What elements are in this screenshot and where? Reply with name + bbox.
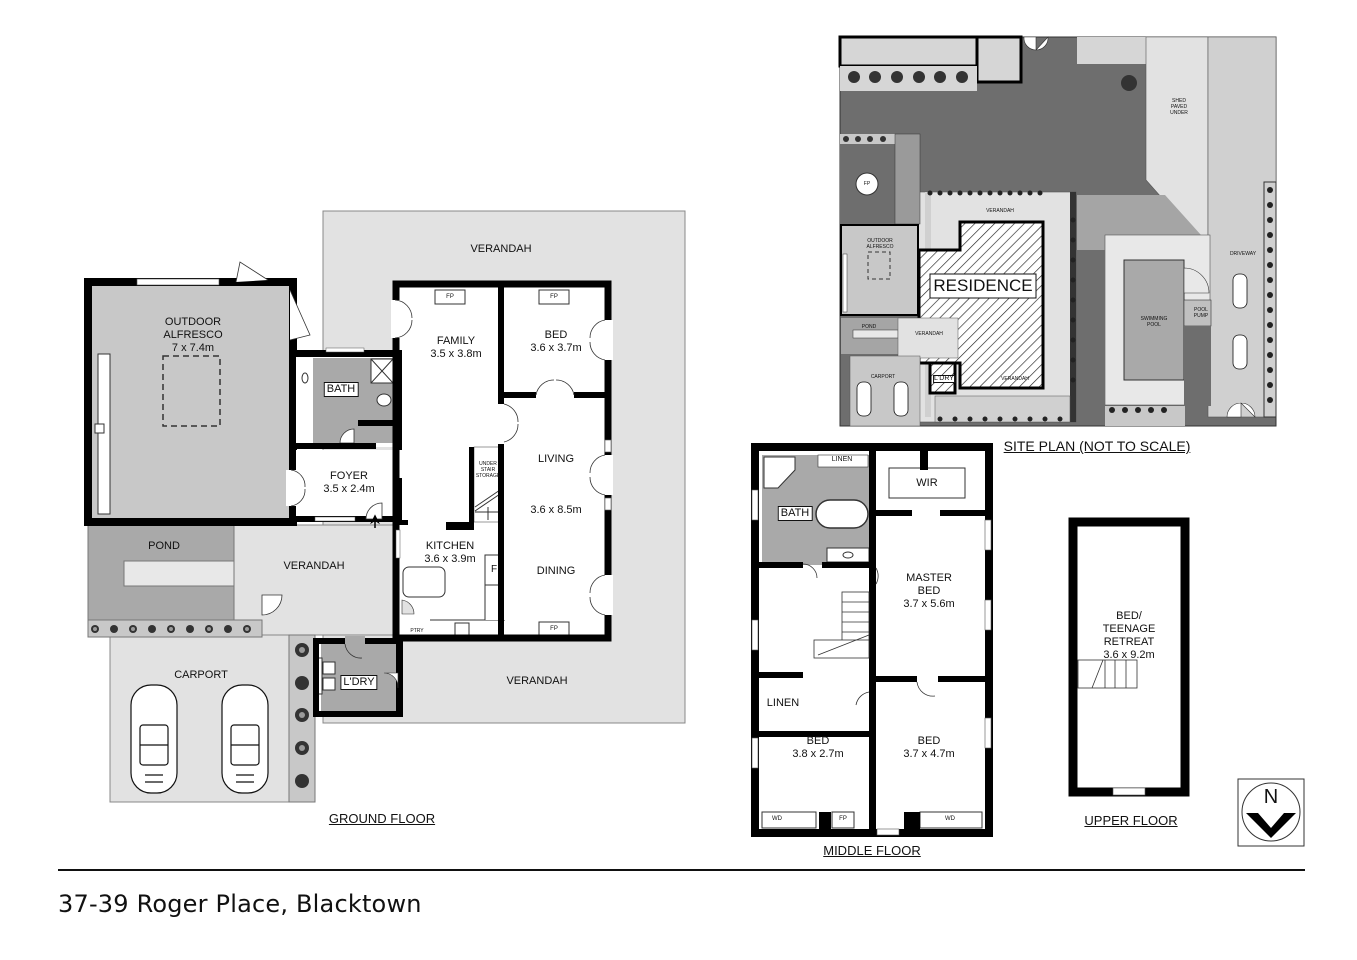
fireplace-label-dining: FP <box>550 626 558 632</box>
footer-divider <box>58 869 1305 871</box>
room-label-wir: WIR <box>916 477 938 489</box>
site-fp-label: FP <box>863 181 871 187</box>
room-label-bed-3: BED 3.8 x 2.7m <box>792 735 843 761</box>
master-line1: MASTER <box>906 572 952 584</box>
site-laundry-label: L'DRY <box>933 375 955 383</box>
carport-label: CARPORT <box>174 669 228 681</box>
site-verandah-small: VERANDAH <box>915 331 943 337</box>
bed-name: BED <box>544 329 568 341</box>
site-plan-title: SITE PLAN (NOT TO SCALE) <box>1003 438 1191 454</box>
bed3-name: BED <box>806 735 830 747</box>
site-carport-label: CARPORT <box>870 374 896 380</box>
under-stair-line1: UNDER <box>479 461 497 467</box>
verandah-label-top: VERANDAH <box>470 243 532 255</box>
room-label-living: LIVING <box>537 453 575 465</box>
site-residence-label: RESIDENCE <box>933 276 1033 295</box>
site-pool-line1: SWIMMING <box>1140 316 1168 322</box>
north-label: N <box>1263 786 1279 808</box>
kitchen-dimensions: 3.6 x 3.9m <box>424 553 476 565</box>
foyer-dimensions: 3.5 x 2.4m <box>323 483 375 495</box>
pantry-label: PTRY <box>410 628 424 634</box>
alfresco-name-line1: OUTDOOR <box>164 316 222 328</box>
wardrobe-label-bed3: WD <box>772 816 782 822</box>
retreat-line2: TEENAGE <box>1102 623 1156 635</box>
room-label-kitchen: KITCHEN 3.6 x 3.9m <box>424 540 475 566</box>
room-label-retreat: BED/ TEENAGE RETREAT 3.6 x 9.2m <box>1103 610 1156 662</box>
wardrobe-label-bed2: WD <box>945 816 955 822</box>
bed2-dimensions: 3.7 x 4.7m <box>903 748 955 760</box>
site-alfresco-line2: ALFRESCO <box>866 244 894 250</box>
room-label-living-dim: 3.6 x 8.5m <box>530 504 582 516</box>
linen-label: LINEN <box>766 697 800 709</box>
site-pump-line2: PUMP <box>1193 313 1209 319</box>
verandah-label-bottom: VERANDAH <box>506 675 568 687</box>
site-shed-label: SHED PAVED UNDER <box>1170 98 1188 116</box>
laundry-label: L'DRY <box>340 675 378 690</box>
site-pool-line2: POOL <box>1147 322 1161 328</box>
upper-floor-title: UPPER FLOOR <box>1084 813 1178 828</box>
bed-dimensions: 3.6 x 3.7m <box>530 342 582 354</box>
property-address: 37-39 Roger Place, Blacktown <box>58 890 422 918</box>
room-label-bath-middle: BATH <box>777 506 813 521</box>
site-shed-line1: SHED <box>1172 98 1186 104</box>
fireplace-label-family: FP <box>446 294 454 300</box>
site-verandah-bottom: VERANDAH <box>1001 376 1029 382</box>
family-dimensions: 3.5 x 3.8m <box>430 348 482 360</box>
site-plan <box>838 35 1277 427</box>
under-stair-line3: STORAGE <box>475 473 501 479</box>
site-verandah-top: VERANDAH <box>986 208 1014 214</box>
room-label-dining: DINING <box>536 565 576 577</box>
site-alfresco-line1: OUTDOOR <box>867 238 893 244</box>
fridge-label: F <box>490 564 498 575</box>
room-label-family: FAMILY 3.5 x 3.8m <box>430 335 481 361</box>
room-label-master: MASTER BED 3.7 x 5.6m <box>903 572 954 611</box>
bed2-name: BED <box>917 735 941 747</box>
site-alfresco-label: OUTDOOR ALFRESCO <box>867 238 894 250</box>
room-label-bed-2: BED 3.7 x 4.7m <box>903 735 954 761</box>
alfresco-dimensions: 7 x 7.4m <box>171 342 215 354</box>
room-label-under-stair: UNDER STAIR STORAGE <box>476 461 500 479</box>
master-line2: BED <box>917 585 941 597</box>
pond-label: POND <box>148 540 180 552</box>
kitchen-name: KITCHEN <box>425 540 475 552</box>
linen-label-bath: LINEN <box>831 456 853 463</box>
site-pump-label: POOL PUMP <box>1194 307 1208 319</box>
retreat-line3: RETREAT <box>1103 636 1155 648</box>
retreat-dimensions: 3.6 x 9.2m <box>1103 649 1155 661</box>
middle-floor-title: MIDDLE FLOOR <box>823 843 921 858</box>
site-shed-line2: PAVED <box>1170 104 1188 110</box>
room-label-alfresco: OUTDOOR ALFRESCO 7 x 7.4m <box>163 316 222 355</box>
fireplace-label-bed: FP <box>550 294 558 300</box>
room-label-foyer: FOYER 3.5 x 2.4m <box>323 470 374 496</box>
ground-floor-title: GROUND FLOOR <box>328 811 436 826</box>
site-pump-line1: POOL <box>1194 307 1208 313</box>
under-stair-line2: STAIR <box>480 467 496 473</box>
site-shed-line3: UNDER <box>1170 110 1188 116</box>
alfresco-name-line2: ALFRESCO <box>163 329 223 341</box>
retreat-line1: BED/ <box>1116 610 1142 622</box>
foyer-name: FOYER <box>330 470 368 482</box>
upper-floor-plan <box>1068 517 1190 797</box>
site-pool-label: SWIMMING POOL <box>1141 316 1168 328</box>
master-dimensions: 3.7 x 5.6m <box>903 598 955 610</box>
family-name: FAMILY <box>436 335 476 347</box>
bed3-dimensions: 3.8 x 2.7m <box>792 748 844 760</box>
car-icon <box>130 684 269 794</box>
site-pond-label: POND <box>861 324 877 330</box>
ground-floor-plan <box>84 210 686 803</box>
site-driveway-label: DRIVEWAY <box>1229 251 1257 257</box>
north-arrow-icon <box>1237 778 1305 847</box>
verandah-label-left: VERANDAH <box>283 560 345 572</box>
room-label-bath: BATH <box>323 382 359 397</box>
fireplace-label-bed3: FP <box>839 816 847 822</box>
room-label-bed-ground: BED 3.6 x 3.7m <box>530 329 581 355</box>
